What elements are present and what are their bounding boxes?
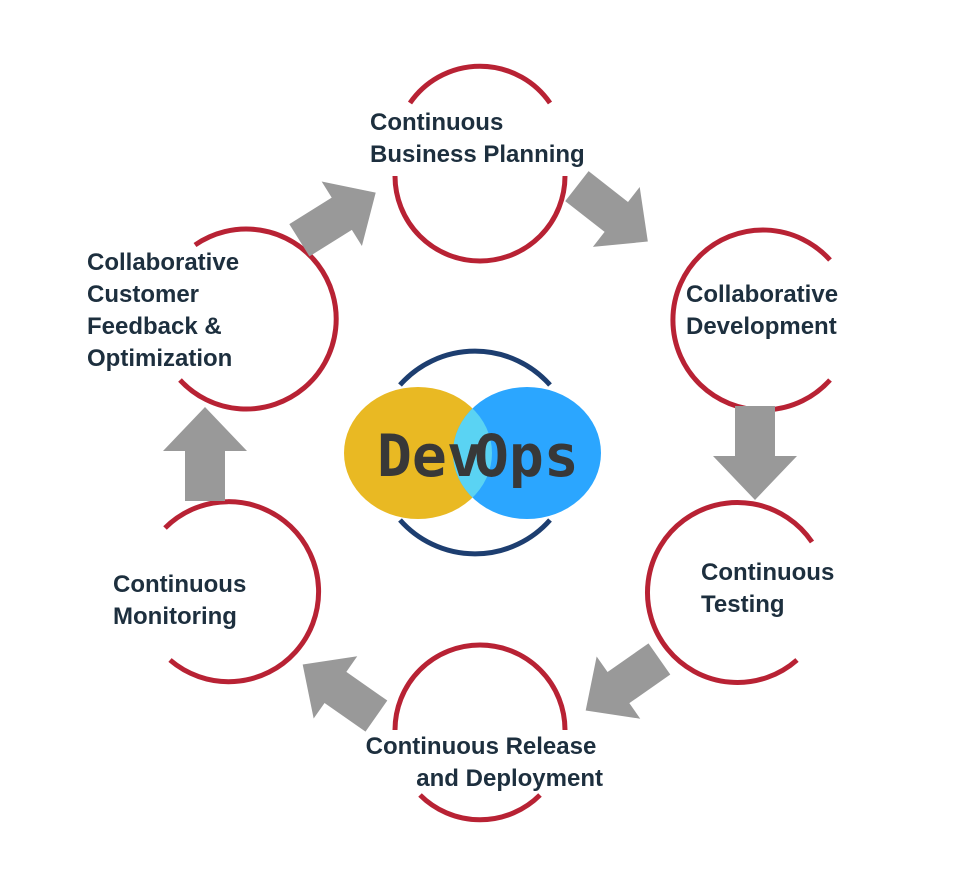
stage-label-monitoring: Continuous Monitoring: [113, 571, 253, 630]
logo-ring-bottom: [398, 518, 552, 557]
ring-feedback: [178, 226, 339, 412]
stage-label-testing: Continuous Testing: [701, 559, 841, 618]
stage-label-line: Monitoring: [113, 603, 237, 630]
stage-label-line: Collaborative: [686, 281, 838, 308]
stage-label-line: Continuous: [370, 109, 503, 136]
arrow-release-to-monitoring: [302, 656, 388, 732]
stage-label-planning: Continuous Business Planning: [370, 109, 585, 168]
stage-label-line: Business Planning: [370, 141, 585, 168]
devops-logo: Dev Ops: [344, 348, 601, 557]
arrow-feedback-to-planning: [289, 181, 376, 257]
arrow-development-to-testing: [713, 406, 797, 500]
stage-label-line: Customer: [87, 281, 199, 308]
stage-label-line: and Deployment: [416, 765, 603, 792]
stage-label-line: Development: [686, 313, 837, 340]
ring-release-bottom-arc: [418, 793, 542, 823]
stage-label-feedback: Collaborative Customer Feedback & Optimi…: [87, 249, 246, 372]
logo-ellipse-blue: [453, 387, 601, 519]
ring-testing: [645, 500, 815, 685]
ring-planning: [392, 175, 568, 264]
logo-text-dev: Dev: [377, 422, 482, 490]
stage-label-development: Collaborative Development: [686, 281, 845, 340]
stage-label-line: Optimization: [87, 345, 232, 372]
arrow-monitoring-to-feedback: [163, 407, 247, 501]
stage-label-line: Testing: [701, 591, 785, 618]
stage-label-release: Continuous Release and Deployment: [366, 733, 603, 792]
stage-label-line: Continuous: [701, 559, 834, 586]
arrow-planning-to-development: [565, 171, 648, 247]
logo-text-ops: Ops: [474, 422, 579, 490]
logo-ellipse-yellow: [344, 387, 492, 519]
stage-label-line: Collaborative: [87, 249, 239, 276]
logo-ring-top: [398, 348, 552, 387]
arrow-testing-to-release: [585, 643, 671, 719]
ring-release: [392, 642, 568, 731]
stage-label-line: Continuous Release: [366, 733, 597, 760]
stage-label-line: Continuous: [113, 571, 246, 598]
ring-planning-top-arc: [407, 63, 553, 105]
stage-label-line: Feedback &: [87, 313, 222, 340]
ring-monitoring: [163, 499, 322, 685]
